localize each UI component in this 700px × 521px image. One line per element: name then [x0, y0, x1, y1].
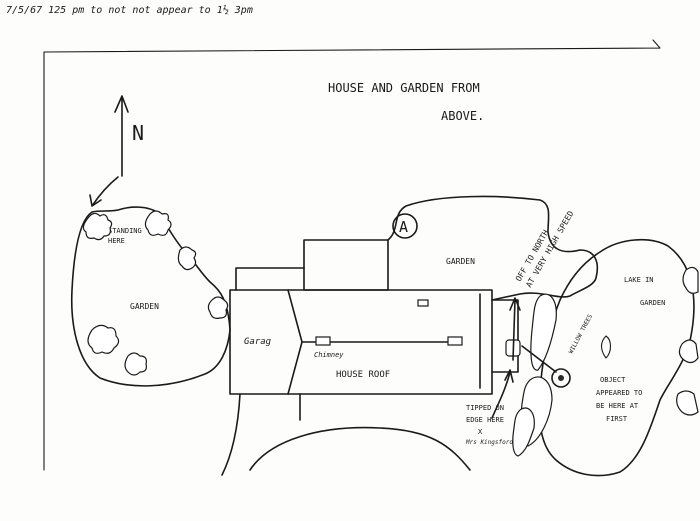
chimney-label: Chimney: [314, 351, 344, 359]
right-garden-label: GARDEN: [640, 299, 665, 307]
left-garden-bushes: [82, 210, 229, 376]
house-roof-label: HOUSE ROOF: [336, 370, 390, 380]
house-outline: [229, 289, 493, 395]
garage-divider: [287, 289, 303, 395]
top-garden-label: GARDEN: [446, 257, 475, 266]
page-frame: [43, 39, 661, 471]
left-garden-label: GARDEN: [130, 302, 159, 311]
upward-arrow-icon: [509, 297, 521, 361]
lake-label: LAKE IN: [624, 276, 654, 284]
side-wing: [235, 267, 305, 291]
header-note: 7/5/67 125 pm to not not appear to 1½ 3p…: [6, 4, 253, 16]
standing-arrow-icon: [89, 176, 119, 207]
roof-vent: [417, 299, 429, 307]
object-label-3: BE HERE AT: [596, 402, 639, 410]
title-line-2: ABOVE.: [441, 109, 484, 123]
standing-label-1: STANDING: [108, 227, 142, 235]
object-label-2: APPEARED TO: [596, 389, 642, 397]
standing-label-2: HERE: [108, 237, 125, 245]
tipped-label-1: TIPPED ON: [466, 404, 504, 412]
garage-label: Garag: [244, 337, 272, 347]
object-track-line: [521, 345, 557, 373]
house-extension: [491, 299, 519, 373]
object-crescent-icon: [600, 335, 612, 359]
willow-label: WILLOW TREES: [568, 313, 595, 355]
upper-wing: [303, 239, 389, 291]
object-circle: [551, 368, 571, 388]
driveway-arc: [249, 426, 471, 471]
chimney-1: [315, 336, 331, 346]
top-garden-outline: [387, 195, 599, 301]
north-label: N: [132, 121, 144, 145]
tipped-label-2: EDGE HERE: [466, 416, 504, 424]
object-label-4: FIRST: [606, 415, 628, 423]
off-north-group: OFF TO NORTH AT VERY HIGH SPEED: [514, 209, 576, 289]
marker-a-label: A: [399, 218, 408, 236]
title-line-1: HOUSE AND GARDEN FROM: [328, 81, 480, 95]
lake-outline: [538, 238, 695, 477]
object-dot: [558, 375, 564, 381]
object-label-1: OBJECT: [600, 376, 626, 384]
chimney-2: [447, 336, 463, 346]
witness-label: Mrs Kingsford: [465, 439, 513, 446]
driveway-left: [221, 393, 241, 476]
tipped-arrow-icon: [491, 369, 514, 419]
willow-trees: [512, 293, 557, 457]
right-edge-bushes: [676, 266, 699, 416]
marker-a-circle: [392, 213, 418, 239]
north-arrow-icon: [114, 95, 129, 177]
witness-x: X: [478, 428, 483, 436]
